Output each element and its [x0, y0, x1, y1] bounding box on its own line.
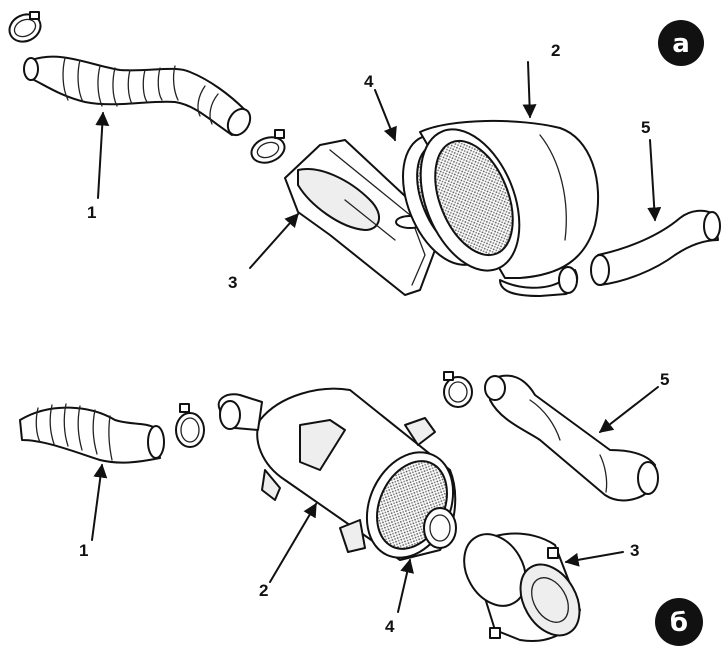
- hose-clamp-a-mid: [250, 129, 286, 164]
- intake-hose-b: [19, 403, 165, 464]
- callout-arrows-a: [95, 61, 662, 269]
- callout-arrows-b: [91, 386, 659, 613]
- outlet-hose-b: [484, 374, 659, 502]
- callout-label-a-3: 3: [228, 273, 237, 292]
- panel-badge-b-text: б: [670, 608, 688, 638]
- panel-badge-a: а: [658, 20, 704, 66]
- hose-clamp-b-mid: [175, 403, 205, 448]
- filter-housing-a: [419, 119, 599, 297]
- callout-label-b-3: 3: [630, 541, 639, 560]
- hose-clamp-a-left: [8, 11, 42, 43]
- filter-housing-b: [217, 387, 457, 561]
- callout-label-b-2: 2: [259, 581, 268, 600]
- panel-a: 1 2 3 4 5 а: [8, 11, 721, 297]
- panel-b: 1 2 3 4 5 б: [19, 370, 703, 646]
- callout-label-b-5: 5: [660, 370, 669, 389]
- callout-label-a-2: 2: [551, 41, 560, 60]
- outlet-hose-a: [590, 209, 721, 286]
- hose-clamp-b-right: [443, 371, 473, 408]
- filter-cover-b: [463, 532, 581, 642]
- intake-hose-a: [23, 55, 252, 137]
- callout-label-a-1: 1: [87, 203, 96, 222]
- callout-label-b-1: 1: [79, 541, 88, 560]
- callout-label-a-4: 4: [364, 72, 374, 91]
- panel-badge-b: б: [655, 598, 703, 646]
- callout-label-a-5: 5: [641, 118, 650, 137]
- panel-badge-a-text: а: [672, 29, 690, 59]
- callout-label-b-4: 4: [385, 617, 395, 636]
